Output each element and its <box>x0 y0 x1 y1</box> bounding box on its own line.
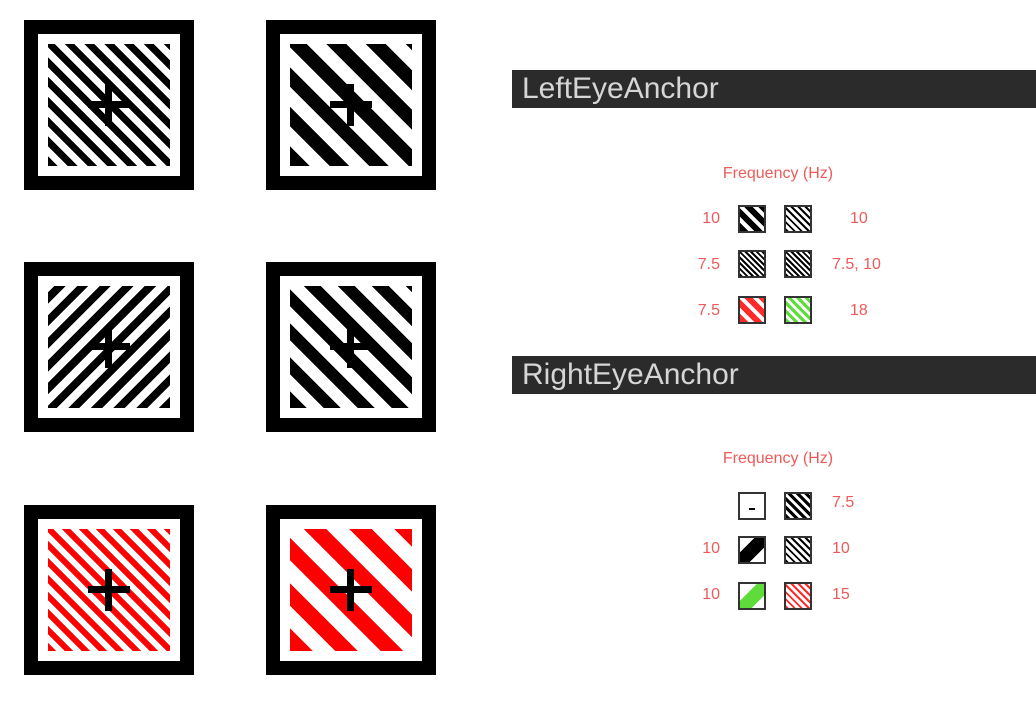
right-freq-title: Frequency (Hz) <box>722 450 834 467</box>
left-row1-thumb-a <box>738 205 766 233</box>
right-row2-right: 10 <box>832 540 850 557</box>
stimulus-4 <box>266 262 436 432</box>
right-row3-thumb-a <box>738 582 766 610</box>
right-eye-anchor-title: RightEyeAnchor <box>512 356 1036 394</box>
left-row2-right: 7.5, 10 <box>832 256 881 273</box>
right-row3-left: 10 <box>702 586 720 603</box>
fixation-cross-horizontal <box>88 586 130 593</box>
right-row1-thumb-a <box>738 492 766 520</box>
fixation-cross-horizontal <box>330 586 372 593</box>
left-row2-thumb-b <box>784 250 812 278</box>
left-row1-left: 10 <box>702 210 720 227</box>
right-row1-thumb-b <box>784 492 812 520</box>
right-row3-right: 15 <box>832 586 850 603</box>
right-row2-thumb-b <box>784 536 812 564</box>
fixation-cross-horizontal <box>330 101 372 108</box>
right-row3-thumb-b <box>784 582 812 610</box>
left-freq-title: Frequency (Hz) <box>722 165 834 182</box>
right-row2-left: 10 <box>702 540 720 557</box>
left-row2-thumb-a <box>738 250 766 278</box>
stimulus-1 <box>24 20 194 190</box>
stimulus-5 <box>24 505 194 675</box>
left-row2-left: 7.5 <box>697 256 720 273</box>
left-row3-thumb-b <box>784 296 812 324</box>
left-row3-left: 7.5 <box>697 302 720 319</box>
stimulus-2 <box>266 20 436 190</box>
right-row2-thumb-a <box>738 536 766 564</box>
left-eye-anchor-title: LeftEyeAnchor <box>512 70 1036 108</box>
fixation-cross-horizontal <box>330 343 372 350</box>
left-row1-thumb-b <box>784 205 812 233</box>
left-row3-thumb-a <box>738 296 766 324</box>
stimulus-3 <box>24 262 194 432</box>
stimulus-6 <box>266 505 436 675</box>
right-row1-right: 7.5 <box>832 494 855 511</box>
left-row1-right: 10 <box>850 210 868 227</box>
left-row3-right: 18 <box>850 302 868 319</box>
fixation-cross-horizontal <box>88 101 130 108</box>
fixation-cross-horizontal <box>88 343 130 350</box>
